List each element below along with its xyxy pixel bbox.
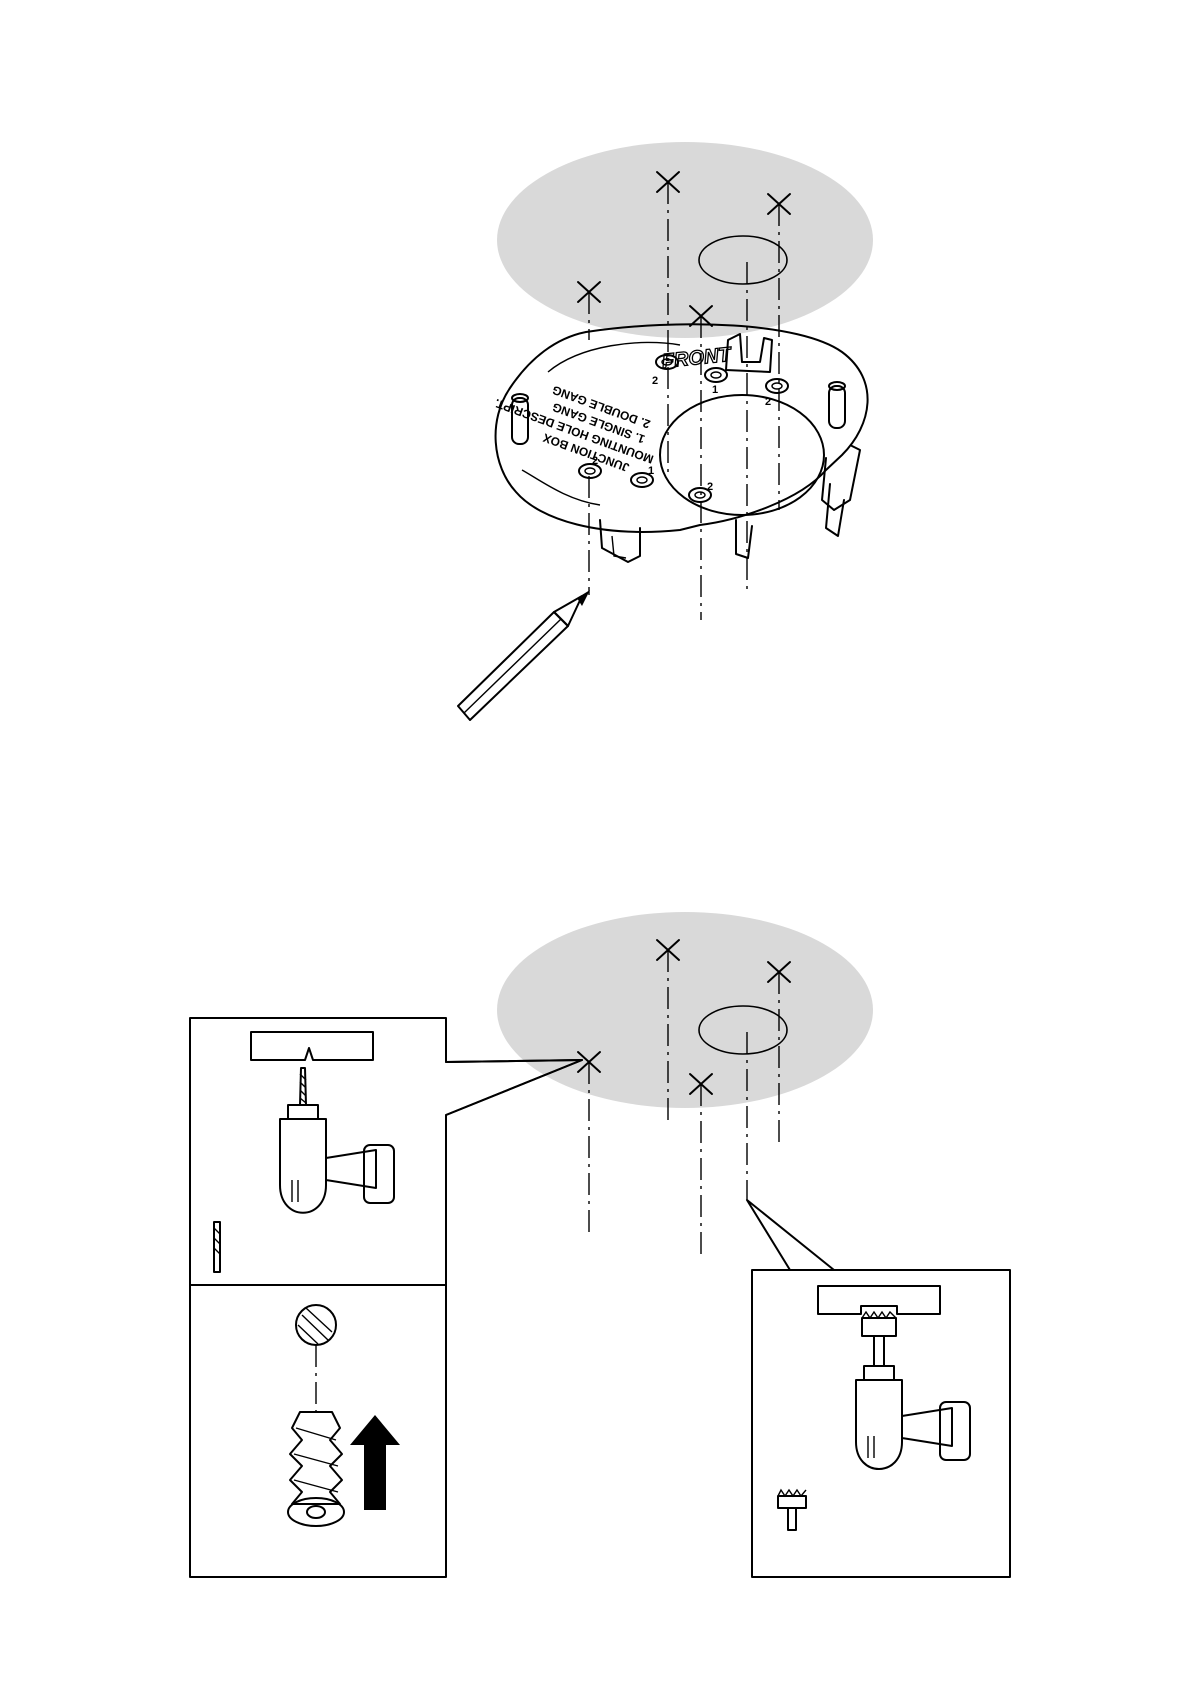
drill-bit-icon [214, 1222, 220, 1272]
hole-number: 2 [707, 481, 713, 493]
drill-icon [280, 1068, 394, 1213]
hole-number: 2 [592, 455, 598, 467]
hole-number: 1 [648, 465, 654, 477]
hole-saw-icon [778, 1490, 806, 1530]
hole-number: 2 [765, 396, 771, 408]
plate-hole [766, 379, 788, 393]
ceiling-area-top [497, 142, 873, 338]
ceiling-area-bottom [497, 912, 873, 1108]
hole-saw-drill-icon [856, 1312, 970, 1469]
mounting-plate: FRONT JUNCTION BOX MOUNTING HOLE DESCRIP… [487, 324, 867, 562]
plate-bottom-tab-center [736, 520, 752, 558]
wall-anchor-icon [288, 1305, 344, 1526]
pencil-icon [458, 590, 590, 720]
plate-front-clip [726, 334, 772, 372]
hole-number: 1 [712, 384, 718, 396]
plate-bottom-tab-left [600, 520, 640, 562]
hole-number: 2 [652, 375, 658, 387]
plate-post-right [829, 386, 845, 428]
callout-left-panel [190, 1018, 582, 1577]
step-drill-holes [190, 912, 1010, 1577]
ceiling-section-left [251, 1032, 373, 1060]
plate-hole [705, 368, 727, 382]
step-mark-holes: FRONT JUNCTION BOX MOUNTING HOLE DESCRIP… [458, 142, 873, 720]
up-arrow-icon [350, 1415, 400, 1510]
ceiling-section-right [818, 1286, 940, 1314]
callout-right-panel [747, 1200, 1010, 1577]
